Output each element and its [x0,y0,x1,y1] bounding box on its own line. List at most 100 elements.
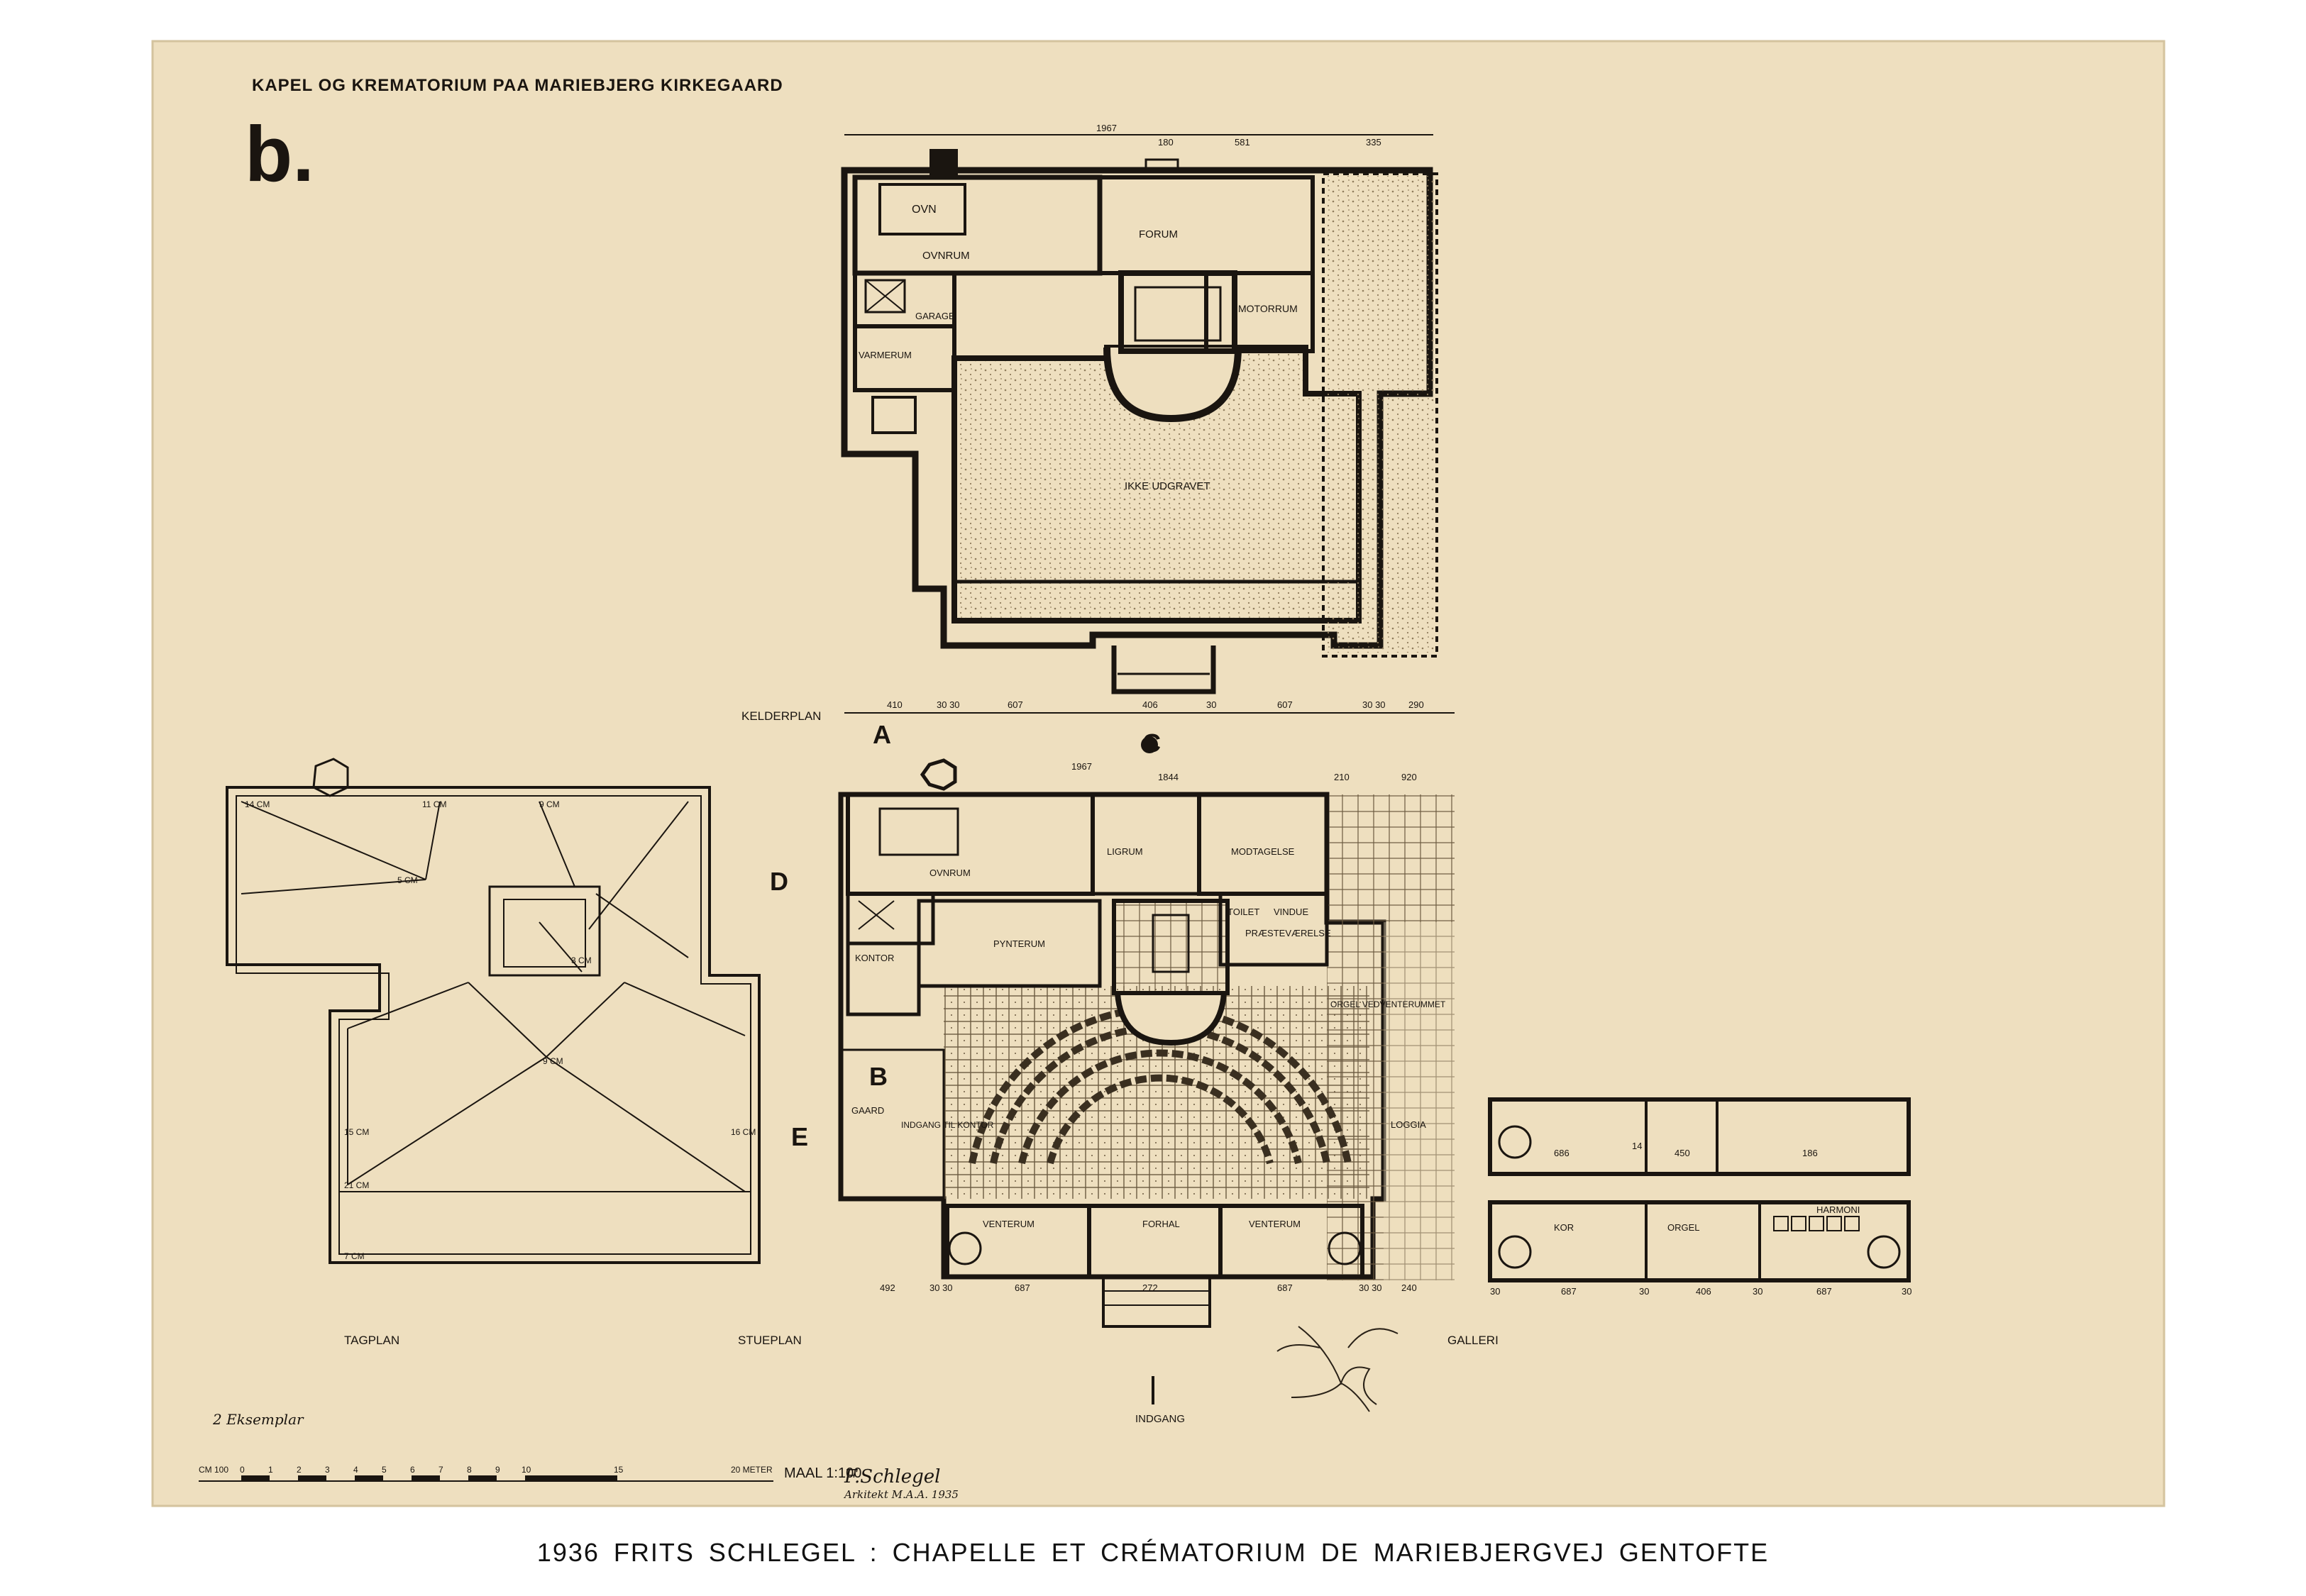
gallery-dim-1: 14 [1632,1141,1642,1151]
room-pynterum: PYNTERUM [993,938,1045,949]
room-toilet: TOILET [1228,907,1259,917]
basement-plan: OVN OVNRUM FORUM MOTORRUM GARAGE VARMERU… [741,123,1455,723]
dim-b-bot-3: 406 [1142,699,1158,710]
scale-tick-20: 20 METER [731,1465,773,1475]
dim-b-bot-1: 30 30 [937,699,960,710]
dim-g-bot-3: 272 [1142,1282,1158,1293]
dim-g-top-0: 1967 [1071,761,1092,772]
sheet-letter: b. [245,111,314,198]
ground-plan-label: STUEPLAN [738,1334,802,1347]
image-caption: 1936 FRITS SCHLEGEL : CHAPELLE ET CRÉMAT… [536,1538,1770,1567]
scale-tick-6: 6 [410,1465,415,1475]
section-mark-a: A [873,720,891,749]
scale-ratio: MAAL 1:100 [784,1465,861,1481]
roof-plan-label: TAGPLAN [344,1334,399,1347]
dim-g-bot-5: 30 30 [1359,1282,1382,1293]
scale-tick-4: 4 [353,1465,358,1475]
room-kontor: KONTOR [855,953,894,963]
gallery-bot-5: 687 [1816,1286,1832,1297]
tree-sketch [1276,1326,1399,1412]
dim-b-bot-2: 607 [1008,699,1023,710]
roof-level-3: 5 CM [397,875,418,885]
dim-b-top-1: 180 [1158,137,1174,148]
gallery-label: GALLERI [1447,1334,1499,1347]
room-ovnrum-g: OVNRUM [929,868,971,878]
dim-b-top-3: 335 [1366,137,1381,148]
roof-level-9: 7 CM [344,1251,365,1261]
room-gaard: GAARD [851,1105,884,1116]
sheet-title: KAPEL OG KREMATORIUM PAA MARIEBJERG KIRK… [252,76,783,95]
scale-tick-9: 9 [495,1465,500,1475]
dim-g-bot-0: 492 [880,1282,895,1293]
section-mark-d: D [770,867,788,896]
roof-level-5: 15 CM [344,1127,369,1137]
scale-tick-0: 0 [240,1465,245,1475]
gallery-bot-4: 30 [1753,1286,1762,1297]
room-forhal: FORHAL [1142,1219,1180,1229]
room-loggia: LOGGIA [1391,1119,1426,1130]
dim-b-bot-4: 30 [1206,699,1216,710]
scale-tick-15: 15 [614,1465,624,1475]
roof-level-1: 11 CM [422,799,446,809]
room-vindue: VINDUE [1274,907,1308,917]
scale-unit: CM 100 [199,1465,228,1475]
room-indgang-kontor: INDGANG TIL KONTOR [901,1120,994,1130]
gallery-bot-0: 30 [1490,1286,1500,1297]
room-venterum-right: VENTERUM [1249,1219,1301,1229]
signature-sub: Arkitekt M.A.A. 1935 [843,1488,959,1501]
scale-tick-8: 8 [467,1465,472,1475]
ground-floor-plan: OVNRUM LIGRUM MODTAGELSE PYNTERUM KONTOR… [738,720,1455,1425]
dim-g-bot-6: 240 [1401,1282,1417,1293]
dim-g-top-1: 1844 [1158,772,1179,782]
scale-tick-1: 1 [268,1465,273,1475]
room-praestevaerelse: PRÆSTEVÆRELSE [1245,928,1331,938]
basement-plan-label: KELDERPLAN [741,709,821,723]
roof-level-2: 9 CM [539,799,560,809]
room-varmerum: VARMERUM [859,350,912,360]
scale-tick-7: 7 [438,1465,443,1475]
section-mark-b: B [869,1062,888,1091]
gallery-bot-3: 406 [1696,1286,1711,1297]
scale-tick-5: 5 [382,1465,387,1475]
gallery-dim-2: 450 [1675,1148,1690,1158]
roof-plan: 14 CM 11 CM 9 CM 5 CM 3 CM 15 CM 16 CM 9… [226,758,761,1347]
signature: F.Schlegel [844,1466,940,1487]
room-forum: FORUM [1139,228,1178,240]
roof-level-4: 3 CM [571,955,592,965]
gallery-dim-3: 186 [1802,1148,1818,1158]
dim-g-bot-1: 30 30 [929,1282,953,1293]
gallery-bot-6: 30 [1902,1286,1911,1297]
room-ovn: OVN [912,204,937,216]
room-orgel-vedventerum: ORGEL VEDVENTERUMMET [1330,999,1446,1009]
dim-b-top-0: 1967 [1096,123,1117,133]
gallery-label-kor: KOR [1554,1222,1574,1233]
dim-b-bot-5: 607 [1277,699,1293,710]
section-mark-e: E [791,1122,808,1151]
roof-level-8: 21 CM [344,1180,369,1190]
gallery-dim-0: 686 [1554,1148,1569,1158]
pencil-annotation: 2 Eksemplar [212,1411,304,1428]
room-modtagelse: MODTAGELSE [1231,846,1295,857]
scale-tick-2: 2 [297,1465,302,1475]
gallery-label-harmoni: HARMONI [1816,1204,1860,1215]
room-motorrum: MOTORRUM [1238,303,1298,314]
scale-bar: CM 100 0 1 2 3 4 5 6 7 8 9 10 15 20 METE… [199,1465,959,1501]
dim-g-top-3: 920 [1401,772,1417,782]
dim-b-bot-7: 290 [1408,699,1424,710]
room-ovnrum-b: OVNRUM [922,250,970,262]
room-venterum-left: VENTERUM [983,1219,1035,1229]
dim-g-top-2: 210 [1334,772,1350,782]
dim-b-top-2: 581 [1235,137,1250,148]
roof-level-0: 14 CM [245,799,270,809]
gallery-label-orgel: ORGEL [1667,1222,1700,1233]
entrance-label: INDGANG [1135,1413,1185,1425]
dim-g-bot-4: 687 [1277,1282,1293,1293]
scale-tick-3: 3 [325,1465,330,1475]
gallery-bot-2: 30 [1639,1286,1649,1297]
dim-g-bot-2: 687 [1015,1282,1030,1293]
roof-level-6: 16 CM [731,1127,756,1137]
room-unexcavated: IKKE UDGRAVET [1125,480,1210,492]
gallery-bot-1: 687 [1561,1286,1577,1297]
room-ligrum: LIGRUM [1107,846,1143,857]
